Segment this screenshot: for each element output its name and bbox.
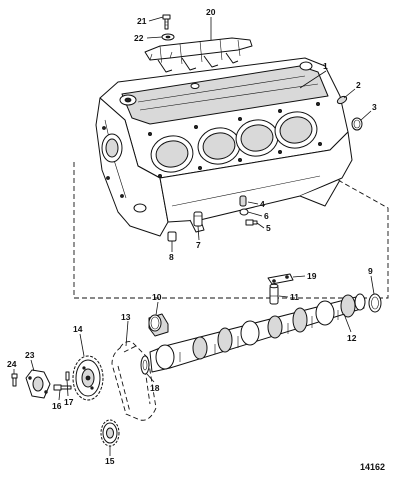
bolt-washer [161,33,175,41]
valve-lifter-link [267,273,294,285]
callout-22: 22 [134,33,144,43]
camshaft-thrust-plate [25,369,51,399]
callout-6: 6 [264,211,269,221]
callout-23: 23 [25,350,35,360]
sprocket-dowel [65,371,70,381]
cylinder-bores [150,111,318,173]
callout-19: 19 [307,271,317,281]
callout-16: 16 [52,401,62,411]
camshaft-sprocket [72,355,104,401]
oil-gallery-plug [239,208,249,216]
callout-14: 14 [73,324,83,334]
diagram-reference-number: 14162 [360,462,385,472]
callout-21: 21 [137,16,147,26]
callout-15: 15 [105,456,115,466]
timing-chain [111,341,157,421]
callout-11: 11 [290,292,299,302]
callout-20: 20 [206,7,216,17]
callout-3: 3 [372,102,377,112]
callout-4: 4 [260,199,265,209]
camshaft [149,293,366,373]
callout-24: 24 [7,359,17,369]
callout-7: 7 [196,240,201,250]
crankshaft-sprocket [100,419,120,447]
dowel-pin [239,195,247,207]
callout-17: 17 [64,397,74,407]
alignment-dowel [193,211,203,227]
callout-1: 1 [323,61,328,71]
expansion-plug [351,117,363,131]
lifter-guide-retainer [144,37,253,73]
hydraulic-lifter [269,283,279,305]
callout-8: 8 [169,252,174,262]
callout-12: 12 [347,333,357,343]
callout-18: 18 [150,383,160,393]
leader-lines [13,16,375,456]
callout-13: 13 [121,312,131,322]
head-bolt-holes [147,102,322,178]
thrust-washer [140,355,150,375]
callout-2: 2 [356,80,361,90]
callout-5: 5 [266,223,271,233]
drain-plug [167,231,177,242]
pipe-plug [245,219,258,226]
camshaft-bearing [148,313,169,337]
retainer-bolt [162,14,171,30]
sprocket-bolt [53,384,72,391]
thrust-plate-screw [11,373,18,387]
callout-9: 9 [368,266,373,276]
cylinder-block [95,57,353,237]
callout-10: 10 [152,292,162,302]
camshaft-rear-plug [368,293,382,313]
callout-labels: 1 2 3 4 5 6 7 8 9 10 11 12 13 14 15 16 1… [7,7,377,466]
assembly-group-outline [73,162,389,299]
